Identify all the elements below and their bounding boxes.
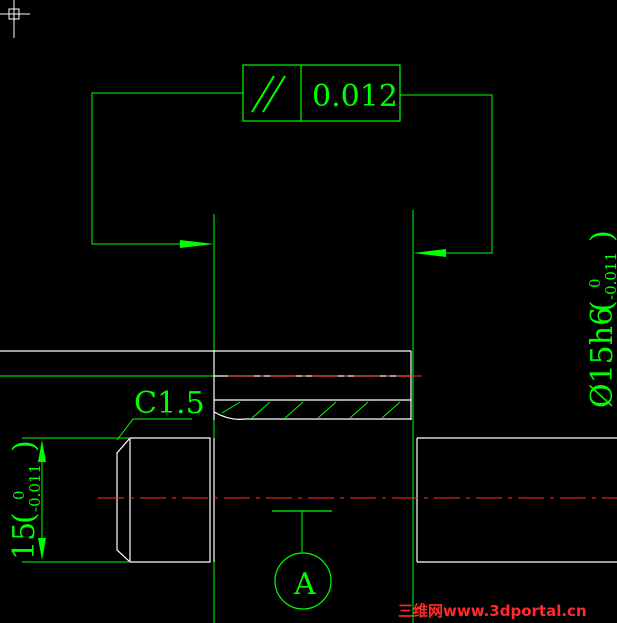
- crosshair-cursor-icon: [0, 0, 30, 38]
- leader-left-arrowhead: [180, 240, 214, 248]
- watermark: 三维网www.3dportal.cn: [398, 602, 587, 620]
- feature-control-frame[interactable]: 0.012: [242, 64, 401, 122]
- right-diameter-dimension[interactable]: Ø15h6 ( 0 -0.011 ): [585, 230, 617, 408]
- right-dim-paren-open: (: [585, 300, 617, 312]
- dim-arrow-up: [38, 440, 46, 462]
- right-dim-nominal: Ø15h6: [585, 307, 617, 408]
- chamfer-label: C1.5: [134, 386, 205, 421]
- thread-hatching: [221, 401, 401, 419]
- part-outline: [0, 350, 617, 563]
- parallelism-icon: [251, 75, 286, 113]
- leader-right-arrowhead: [413, 249, 446, 257]
- right-dim-upper: 0: [586, 278, 604, 288]
- leader-left: [91, 92, 243, 245]
- tolerance-value: 0.012: [312, 79, 398, 114]
- dim-arrow-down: [38, 538, 46, 560]
- left-diameter-dimension[interactable]: 15 ( 0 -0.011 ): [7, 437, 130, 563]
- right-dim-paren-close: ): [585, 230, 617, 242]
- datum-symbol[interactable]: A: [272, 510, 332, 610]
- leader-right: [400, 94, 493, 254]
- left-dim-lower: -0.011: [26, 464, 44, 512]
- centerlines: [98, 375, 617, 499]
- right-dim-lower: -0.011: [602, 252, 617, 300]
- left-dim-upper: 0: [10, 490, 28, 500]
- chamfer-callout[interactable]: C1.5: [116, 386, 205, 441]
- left-dim-nominal: 15: [7, 522, 42, 560]
- left-dim-paren-open: (: [7, 512, 42, 524]
- left-dim-paren-close: ): [7, 440, 42, 452]
- datum-label: A: [293, 567, 316, 602]
